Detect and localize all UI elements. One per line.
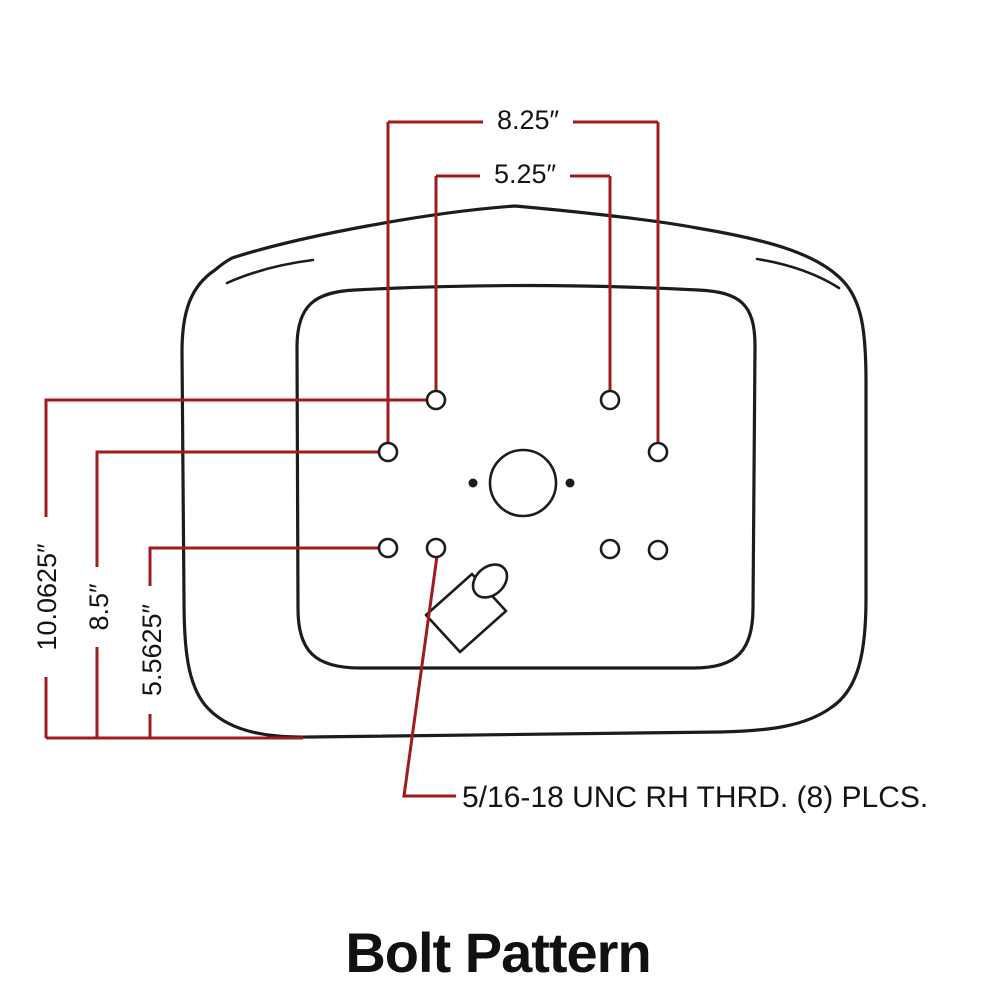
- diagram-title: Bolt Pattern: [345, 921, 650, 984]
- dim-outer-width-label-bg: [483, 104, 573, 136]
- bracket-ellipse: [471, 563, 509, 599]
- seat-crease-right: [755, 257, 841, 290]
- dim-height-low-label: 5.5625″: [137, 603, 167, 696]
- bolt-hole-low-left-outer: [377, 537, 399, 559]
- dim-inner-width-label: 5.25″: [494, 159, 557, 189]
- bolt-hole-mid-right: [647, 441, 669, 463]
- seat-inner-panel: [295, 283, 757, 670]
- thread-callout-text: 5/16-18 UNC RH THRD. (8) PLCS.: [462, 781, 928, 814]
- bolt-hole-low-right-inner: [599, 538, 621, 560]
- dim-outer-width-label: 8.25″: [497, 105, 560, 135]
- dim-height-low-label-group: 5.5625″: [137, 586, 167, 714]
- bolt-hole-low-left-inner: [425, 537, 447, 559]
- dim-height-top-label-group: 10.0625″: [32, 517, 62, 677]
- dim-height-mid-label-group: 8.5″: [84, 567, 114, 647]
- alignment-dot-left: [468, 478, 478, 488]
- seat-outer-outline: [180, 204, 868, 739]
- alignment-dot-right: [565, 478, 575, 488]
- callout-leader: [402, 555, 456, 798]
- dim-inner-width-label-bg: [480, 158, 570, 190]
- bolt-hole-mid-left: [377, 441, 399, 463]
- dim-height-top-label: 10.0625″: [32, 543, 62, 651]
- bolt-hole-low-right-outer: [647, 539, 669, 561]
- bolt-hole-top-left: [425, 389, 447, 411]
- seat-crease-left: [225, 258, 315, 285]
- center-pivot-hole: [488, 448, 558, 518]
- dim-height-mid-label: 8.5″: [84, 583, 114, 631]
- bolt-hole-top-right: [599, 389, 621, 411]
